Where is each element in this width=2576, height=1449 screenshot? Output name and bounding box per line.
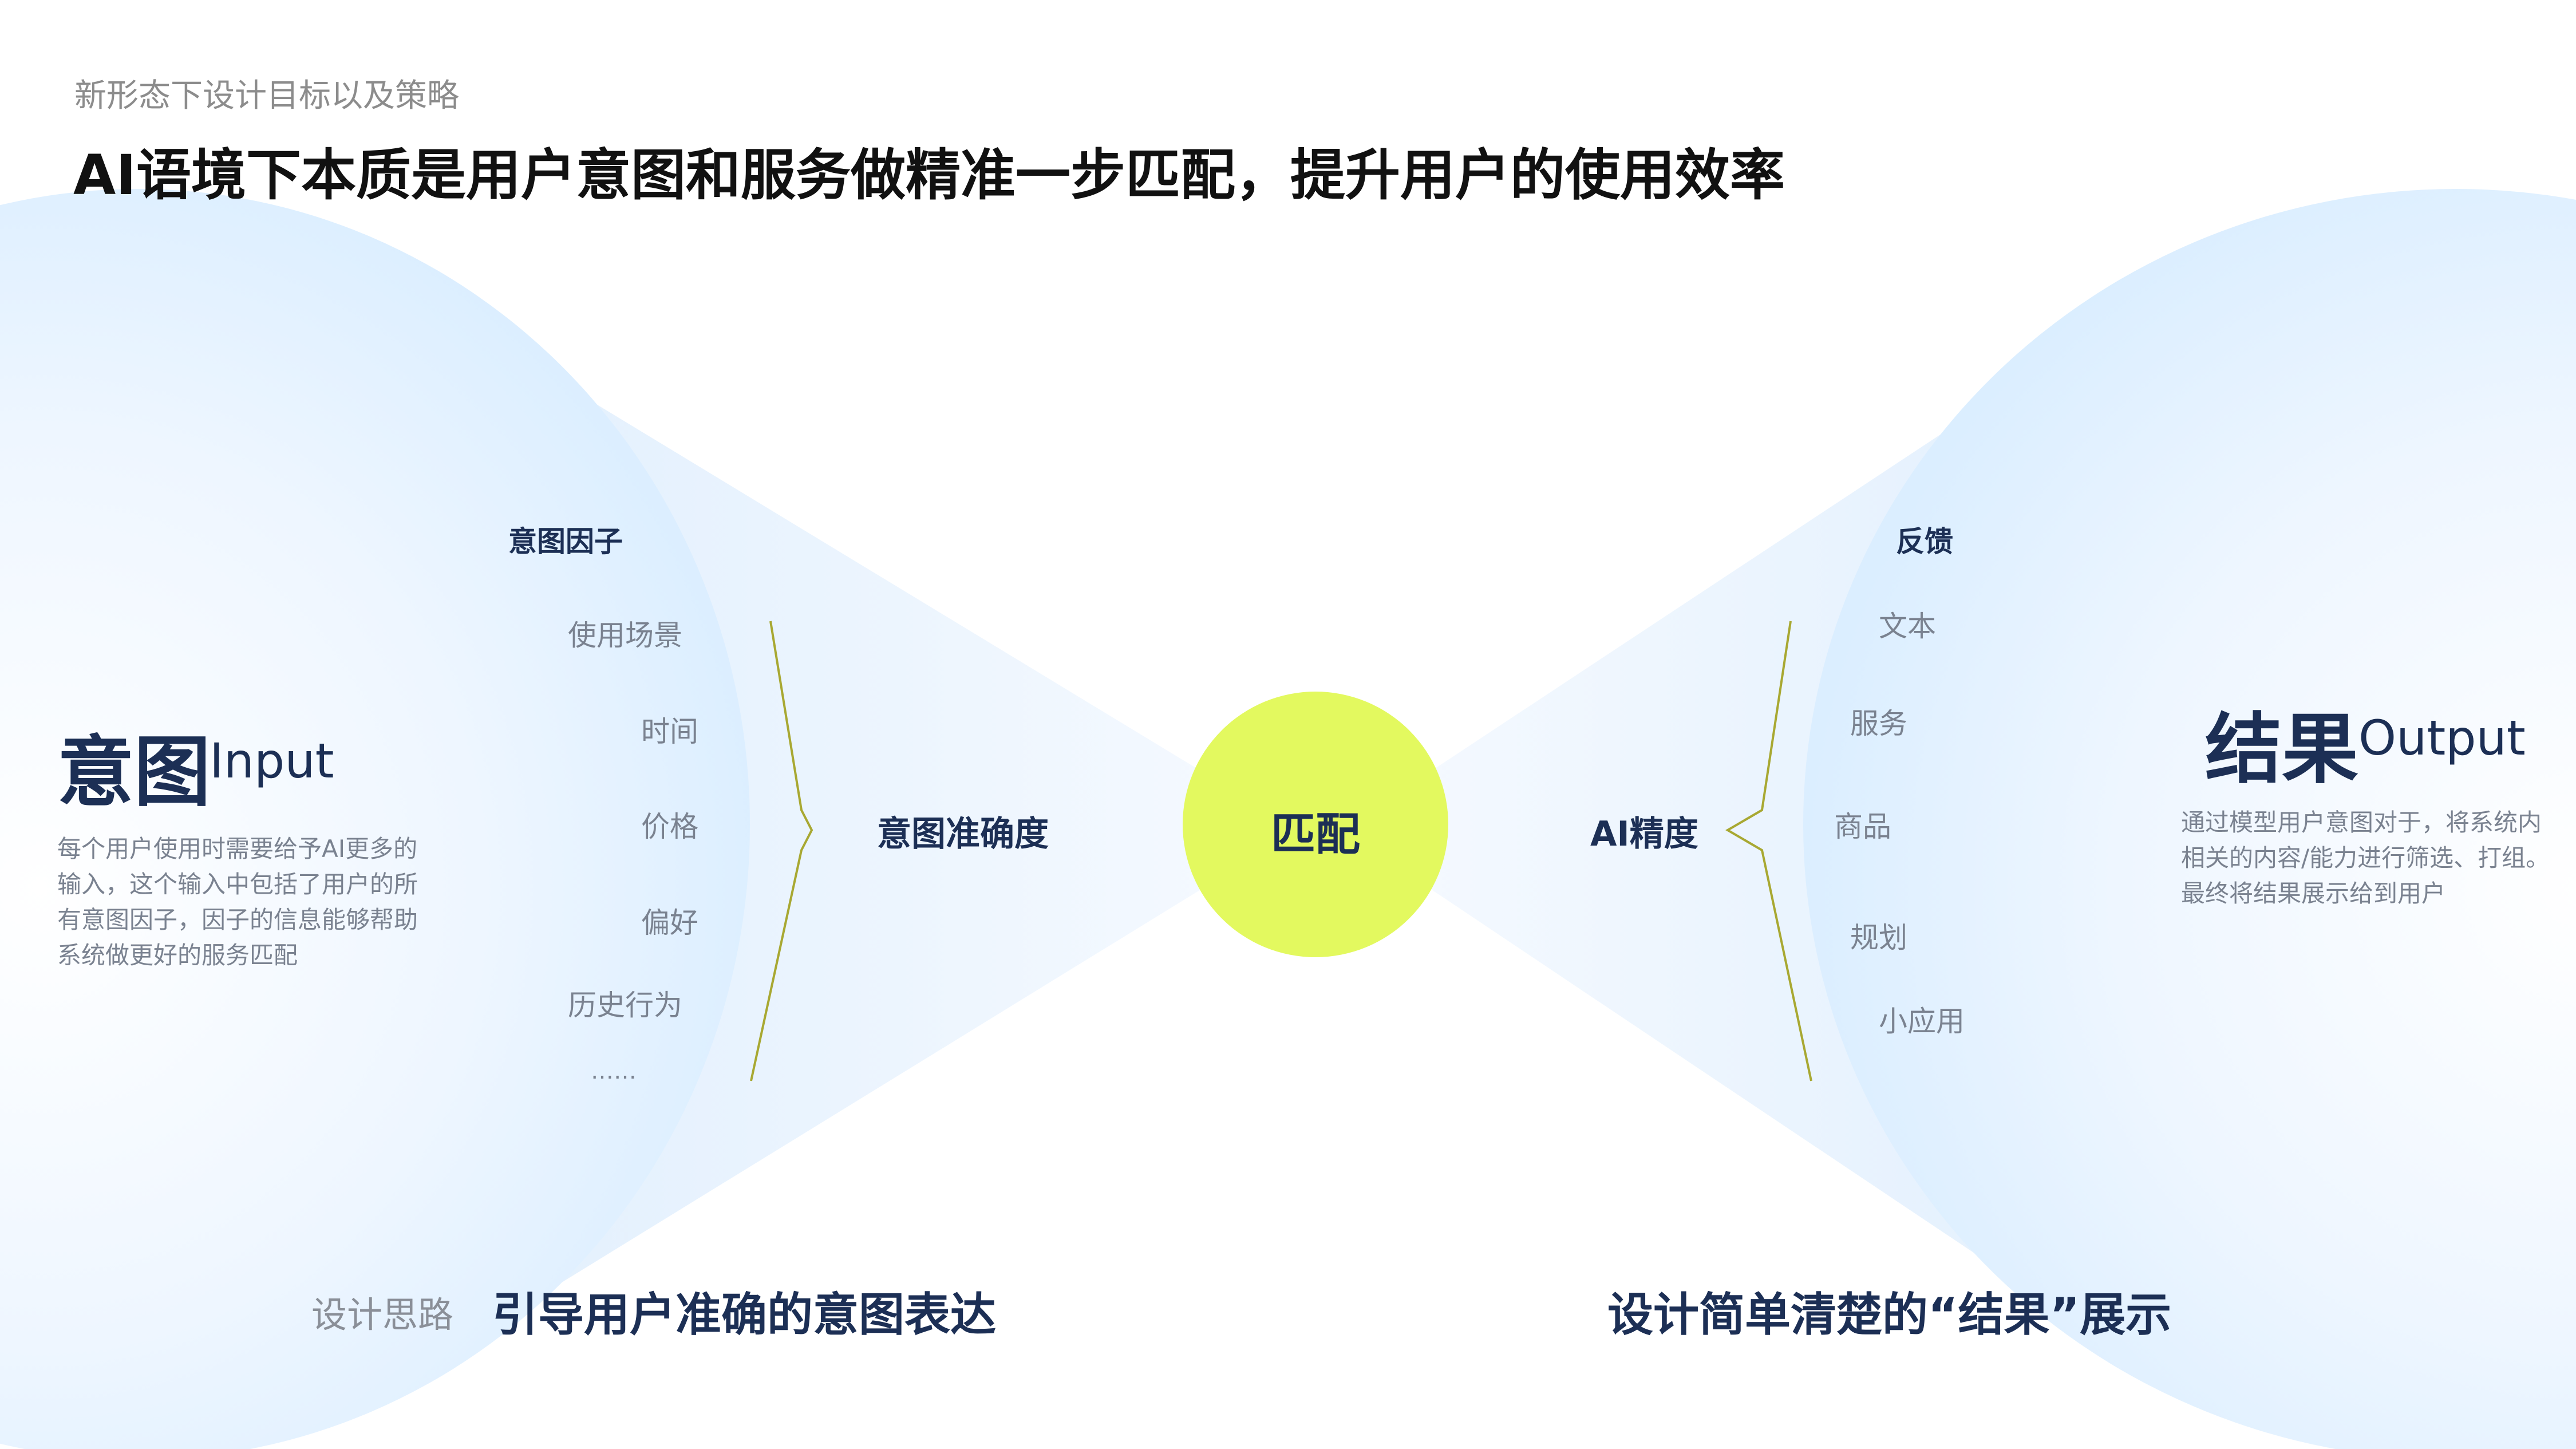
left-design-goal: 引导用户准确的意图表达 [492,1288,996,1341]
factor-usage-scene: 使用场景 [568,619,682,652]
output-title-cn: 结果 [2205,705,2359,794]
factor-price: 价格 [641,810,698,843]
output-description: 通过模型用户意图对于，将系统内相关的内容/能力进行筛选、打组。最终将结果展示给到… [2181,808,2550,907]
ai-precision-label: AI精度 [1590,814,1698,854]
factor-history: 历史行为 [568,989,682,1022]
input-description: 每个用户使用时需要给予AI更多的输入，这个输入中包括了用户的所有意图因子，因子的… [57,835,418,969]
intent-factors-heading: 意图因子 [508,525,623,558]
factor-time: 时间 [641,715,698,748]
output-bracket [1725,621,1812,1081]
feedback-mini-app: 小应用 [1879,1005,1965,1038]
match-label: 匹配 [1271,809,1361,860]
feedback-heading: 反馈 [1896,525,1953,558]
factor-ellipsis: …… [591,1058,637,1084]
input-bubble [0,189,750,1449]
output-bubble [1803,189,2576,1449]
match-circle [1183,692,1448,957]
input-bracket [750,621,813,1081]
output-title-en: Output [2358,710,2526,766]
feedback-goods: 商品 [1834,810,1891,843]
input-title-en: Input [210,733,334,789]
feedback-service: 服务 [1850,707,1907,740]
feedback-text: 文本 [1879,610,1936,643]
input-title-cn: 意图 [57,728,211,817]
design-approach-label: 设计思路 [311,1294,454,1336]
factor-preference: 偏好 [641,906,698,939]
page-subtitle: 新形态下设计目标以及策略 [74,77,459,115]
page-headline: AI语境下本质是用户意图和服务做精准一步匹配，提升用户的使用效率 [73,143,1785,207]
feedback-planning: 规划 [1850,921,1907,954]
right-design-goal: 设计简单清楚的“结果”展示 [1607,1288,2172,1341]
intent-accuracy-label: 意图准确度 [877,814,1049,854]
